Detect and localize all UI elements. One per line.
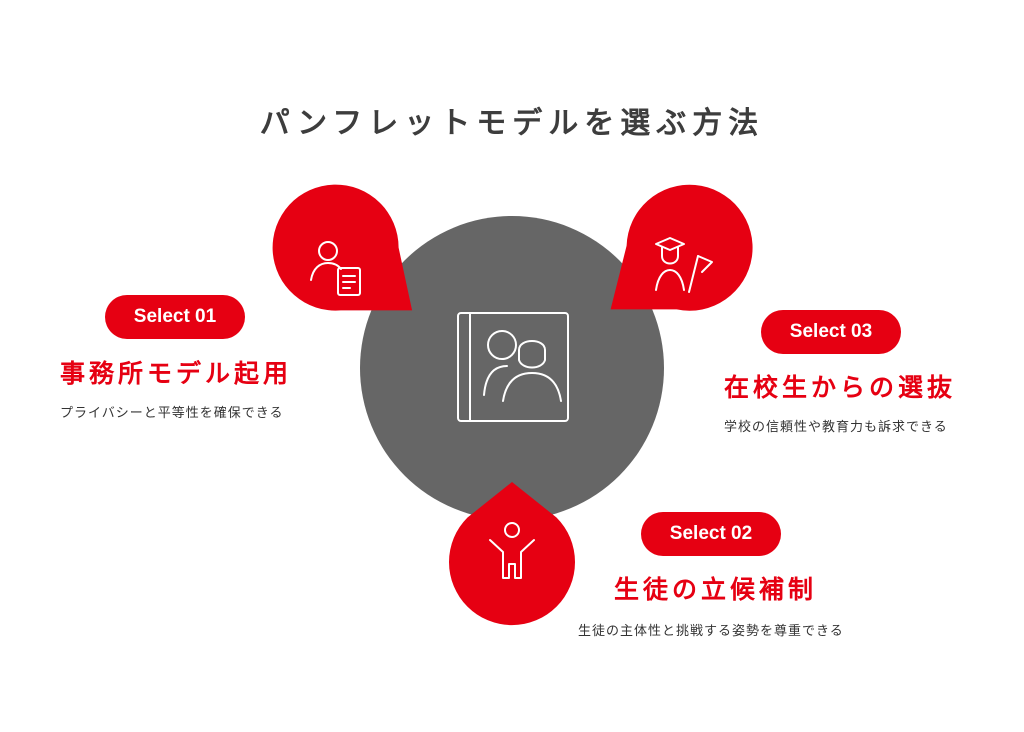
person-document-icon <box>310 241 361 296</box>
teardrop-option-02 <box>449 482 575 626</box>
teardrop-option-01 <box>272 184 413 311</box>
description-option-02: 生徒の主体性と挑戦する姿勢を尊重できる <box>578 624 844 639</box>
badge-select-02: Select 02 <box>641 512 781 556</box>
heading-option-03: 在校生からの選抜 <box>724 373 957 402</box>
badge-select-01: Select 01 <box>105 295 245 339</box>
heading-option-02: 生徒の立候補制 <box>614 575 818 604</box>
description-option-01: プライバシーと平等性を確保できる <box>60 406 284 421</box>
raised-arms-person-icon <box>489 522 535 579</box>
center-circle <box>360 216 664 520</box>
badge-select-03: Select 03 <box>761 310 901 354</box>
page-title: パンフレットモデルを選ぶ方法 <box>259 106 765 141</box>
heading-option-01: 事務所モデル起用 <box>60 359 293 388</box>
teardrop-option-03 <box>610 184 753 311</box>
description-option-03: 学校の信頼性や教育力も訴求できる <box>724 420 948 435</box>
book-portrait-icon <box>457 312 569 422</box>
graduate-flag-icon <box>655 237 713 293</box>
